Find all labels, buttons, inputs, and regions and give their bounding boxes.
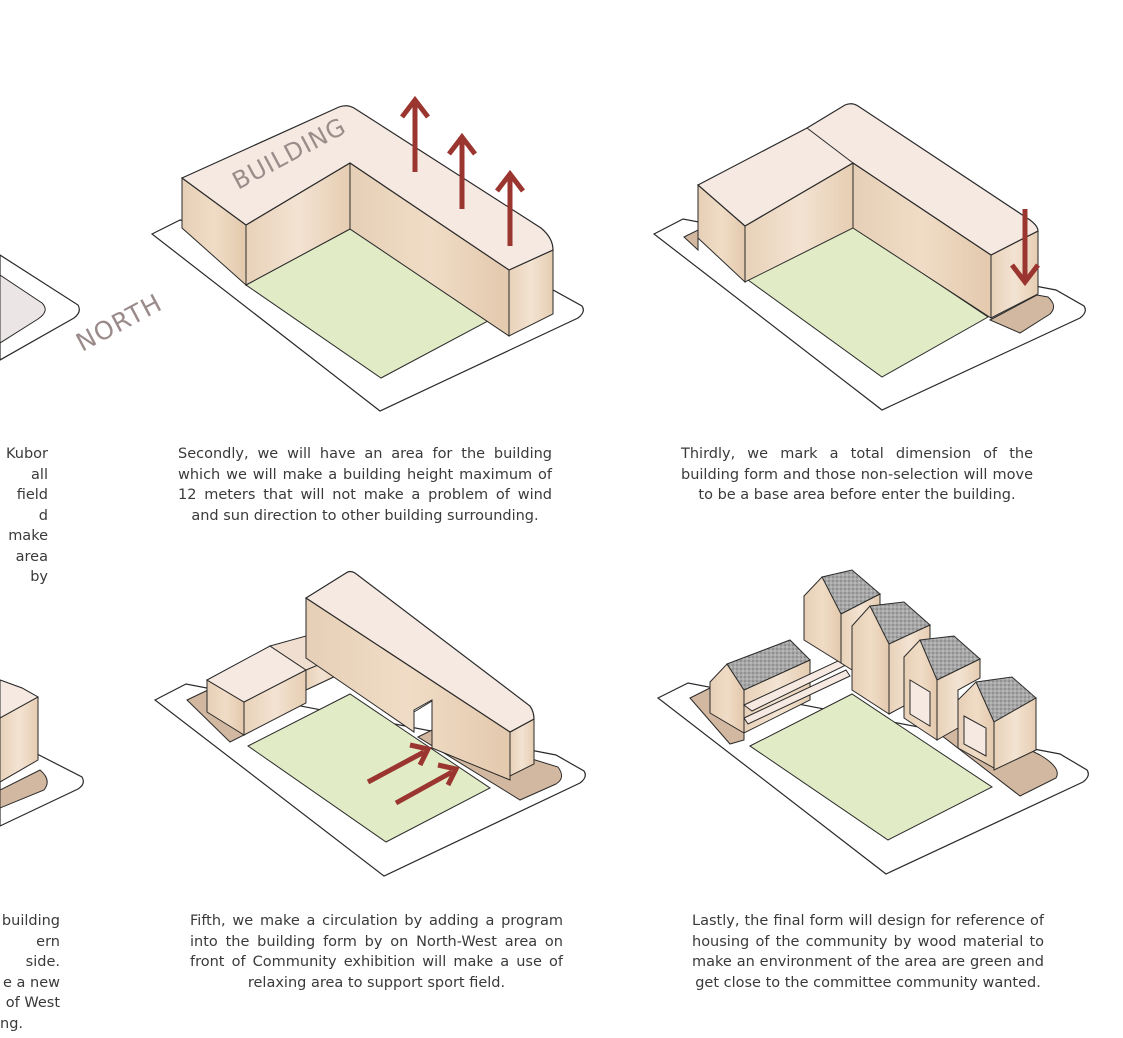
caption-line: of West [5, 995, 60, 1011]
caption-line: all field [16, 466, 48, 504]
building-roof-top [696, 103, 1039, 256]
house-4 [957, 676, 1037, 771]
diagonal-arrow-icon [394, 762, 460, 806]
house-side-face [993, 697, 1037, 771]
caption-line: d make [8, 507, 48, 545]
base-area [988, 294, 1054, 334]
panel-5-circulation [153, 570, 586, 877]
caption-step2: Secondly, we will have an area for the b… [178, 446, 552, 524]
caption-line: e a new [3, 974, 60, 991]
north-label: NORTH [71, 288, 167, 357]
caption-line: ng. [0, 1015, 24, 1032]
small-house [709, 639, 851, 734]
house-1 [803, 569, 881, 671]
panel-1-site-diagram: NORTH [0, 254, 167, 361]
caption-step6: Lastly, the final form will design for r… [692, 913, 1044, 991]
up-arrow-icon [447, 132, 477, 209]
site-inner-area [0, 274, 46, 344]
bench-slab [743, 669, 851, 725]
panel-3-total-dimension [652, 103, 1086, 411]
height-arrows [400, 95, 525, 246]
up-arrow-icon [495, 169, 525, 246]
opening-edge [413, 700, 433, 748]
base-area [0, 769, 48, 809]
caption-step3: Thirdly, we mark a total dimension of th… [681, 446, 1033, 503]
caption-line: ern side. [25, 933, 60, 971]
caption-step4-fragment: building ern side. e a new of West ng. [0, 911, 60, 1034]
window-frame [963, 715, 987, 757]
house-3 [903, 635, 981, 741]
green-field [749, 693, 993, 841]
down-arrow-icon [1010, 209, 1040, 287]
house-roof [726, 639, 811, 691]
caption-line: area by [15, 548, 48, 586]
caption-line: Kubor [5, 446, 48, 462]
caption-step1-fragment: Kubor all field d make area by [0, 444, 48, 588]
long-bar-top [304, 570, 535, 733]
window-frame [909, 679, 931, 727]
up-arrow-icon [400, 95, 430, 172]
panel-2-building-height: BUILDING [150, 95, 584, 412]
building-roof-top [180, 105, 554, 271]
green-field [247, 693, 491, 843]
panel-4-partial [0, 679, 84, 827]
diagonal-arrow-icon [366, 742, 432, 785]
house-side-face [936, 658, 981, 741]
building-roof-top [0, 679, 40, 719]
caption-line: building [1, 913, 60, 929]
panel-6-final-form [656, 569, 1089, 875]
circulation-arrows [366, 742, 460, 806]
base-area [683, 229, 699, 252]
caption-step5: Fifth, we make a circulation by adding a… [190, 913, 563, 991]
roof-divider-line [806, 127, 854, 164]
